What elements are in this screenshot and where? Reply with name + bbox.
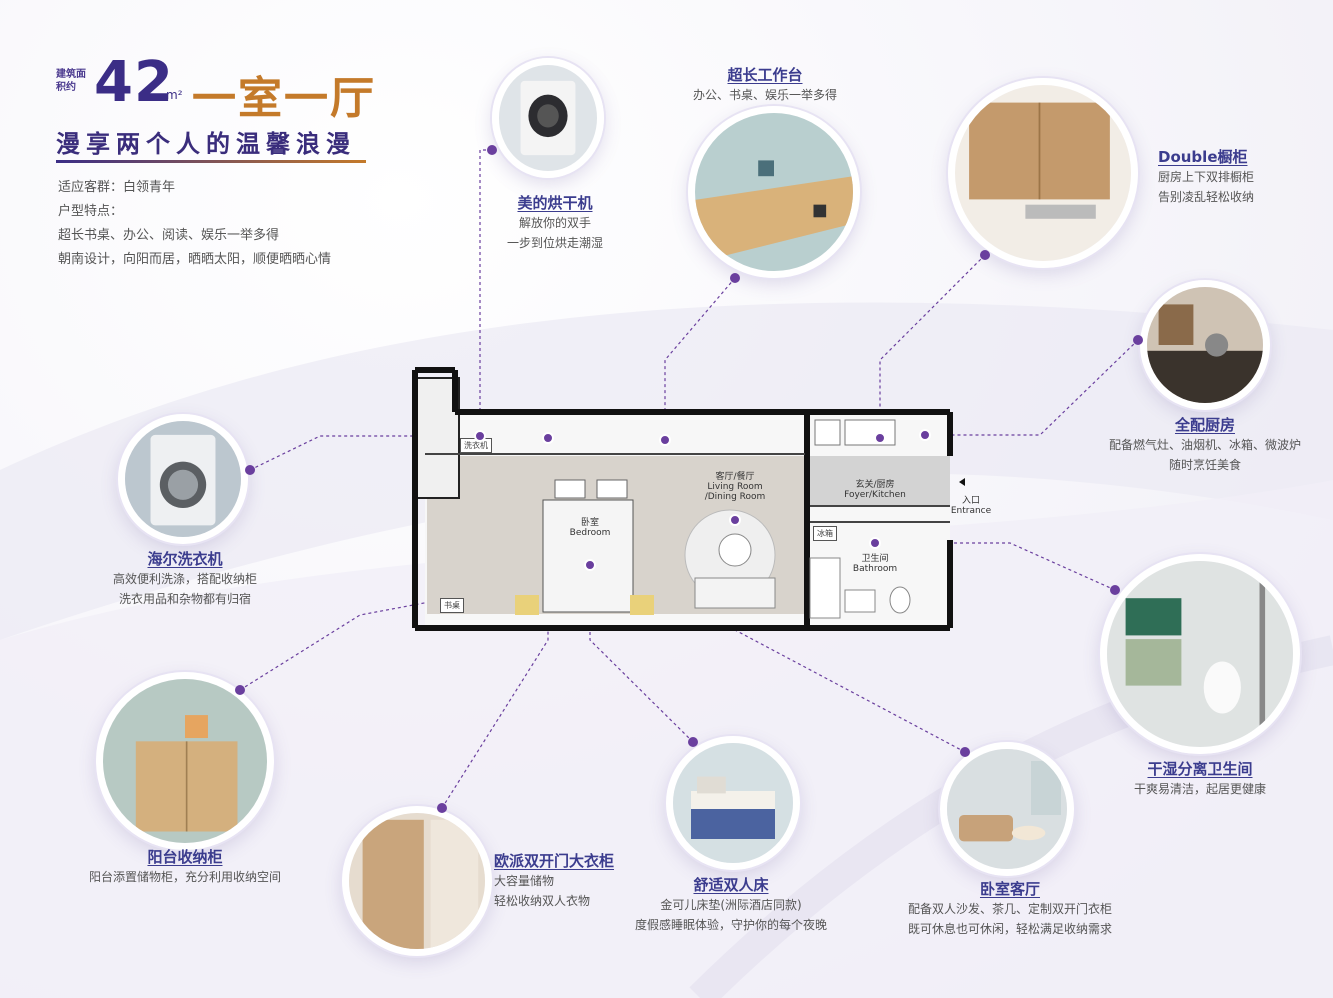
plan-marker (474, 430, 486, 442)
plan-label-study: 书桌 (440, 598, 464, 613)
living-en1: Living Room (707, 482, 763, 492)
marker-dot (235, 685, 245, 695)
caption-living: 卧室客厅 配备双人沙发、茶几、定制双开门衣柜 既可休息也可休闲，轻松满足收纳需求 (880, 878, 1140, 939)
marker-dot (245, 465, 255, 475)
feature-description: 适应客群：白领青年 户型特点： 超长书桌、办公、阅读、娱乐一举多得 朝南设计，向… (58, 176, 331, 272)
caption-balcony: 阳台收纳柜 阳台添置储物柜，充分利用收纳空间 (60, 846, 310, 887)
area-number: 42 (94, 50, 174, 115)
caption-desc: 既可休息也可休闲，轻松满足收纳需求 (907, 922, 1112, 936)
caption-desc: 解放你的双手 (518, 216, 591, 230)
caption-title: 干湿分离卫生间 (1147, 760, 1253, 778)
caption-desc: 度假感睡眠体验，守护你的每个夜晚 (634, 918, 827, 932)
dryer-photo (492, 58, 604, 178)
caption-desk: 超长工作台 办公、书桌、娱乐一举多得 (680, 64, 850, 105)
marker-dot (960, 747, 970, 757)
bedroom-cn: 卧室 (580, 518, 599, 528)
caption-bathroom: 干湿分离卫生间 干爽易清洁，起居更健康 (1100, 758, 1300, 799)
living-photo (940, 742, 1074, 876)
desc-line: 朝南设计，向阳而居，晒晒太阳，顺便晒晒心情 (58, 252, 332, 267)
floor-plan-drawing (412, 367, 965, 631)
caption-desc: 办公、书桌、娱乐一举多得 (692, 88, 837, 102)
balcony-photo (96, 672, 274, 850)
plan-marker (874, 432, 886, 444)
desc-line: 超长书桌、办公、阅读、娱乐一举多得 (58, 228, 280, 243)
plan-marker (542, 432, 554, 444)
area-unit: m² (166, 88, 183, 102)
cabinet-photo (948, 78, 1138, 268)
caption-title: 超长工作台 (727, 66, 803, 84)
caption-wardrobe: 欧派双开门大衣柜 大容量储物 轻松收纳双人衣物 (494, 850, 654, 911)
caption-desc: 轻松收纳双人衣物 (494, 894, 591, 908)
caption-desc: 一步到位烘走潮湿 (506, 236, 603, 250)
marker-dot (1110, 585, 1120, 595)
page-title: 一室一厅 (192, 73, 376, 124)
plan-label-foyer: 玄关/厨房 Foyer/Kitchen (835, 480, 915, 500)
washer-photo (118, 414, 248, 544)
caption-desc: 随时烹饪美食 (1168, 458, 1241, 472)
caption-bed: 舒适双人床 金可儿床垫(洲际酒店同款) 度假感睡眠体验，守护你的每个夜晚 (606, 874, 856, 935)
caption-title: Double橱柜 (1158, 148, 1248, 166)
bath-en: Bathroom (852, 564, 898, 574)
kitchen-photo (1140, 280, 1270, 410)
desc-line: 户型特点： (58, 204, 124, 219)
bedroom-en: Bedroom (569, 528, 611, 538)
title-underline (56, 160, 366, 163)
marker-dot (437, 803, 447, 813)
caption-dryer: 美的烘干机 解放你的双手 一步到位烘走潮湿 (480, 192, 630, 253)
bed-photo (666, 736, 800, 870)
caption-title: 卧室客厅 (979, 880, 1040, 898)
plan-label-entrance: 入口 Entrance (941, 496, 1001, 516)
plan-marker (659, 434, 671, 446)
foyer-cn: 玄关/厨房 (855, 480, 895, 490)
caption-title: 海尔洗衣机 (147, 550, 223, 568)
foyer-en: Foyer/Kitchen (844, 490, 906, 500)
entrance-en: Entrance (950, 506, 992, 516)
plan-marker (729, 514, 741, 526)
desc-line: 适应客群：白领青年 (58, 180, 176, 195)
marker-dot (487, 145, 497, 155)
caption-desc: 配备双人沙发、茶几、定制双开门衣柜 (907, 902, 1112, 916)
plan-label-fridge: 冰箱 (813, 526, 837, 541)
caption-kitchen: 全配厨房 配备燃气灶、油烟机、冰箱、微波炉 随时烹饪美食 (1090, 414, 1320, 475)
bathroom-photo (1100, 554, 1300, 754)
wardrobe-photo (342, 806, 492, 956)
caption-washer: 海尔洗衣机 高效便利洗涤，搭配收纳柜 洗衣用品和杂物都有归宿 (90, 548, 280, 609)
caption-desc: 配备燃气灶、油烟机、冰箱、微波炉 (1108, 438, 1301, 452)
caption-desc: 高效便利洗涤，搭配收纳柜 (112, 572, 257, 586)
caption-title: 欧派双开门大衣柜 (494, 852, 615, 870)
page-subtitle: 漫享两个人的温馨浪漫 (56, 130, 356, 158)
marker-dot (980, 250, 990, 260)
living-en2: /Dining Room (704, 492, 766, 502)
caption-desc: 干爽易清洁，起居更健康 (1133, 782, 1266, 796)
desk-photo (688, 106, 860, 278)
plan-marker (584, 559, 596, 571)
caption-cabinet: Double橱柜 厨房上下双排橱柜 告别凌乱轻松收纳 (1158, 146, 1318, 207)
plan-marker (919, 429, 931, 441)
marker-dot (688, 737, 698, 747)
caption-title: 阳台收纳柜 (147, 848, 223, 866)
plan-label-bedroom: 卧室 Bedroom (565, 518, 615, 538)
plan-marker (869, 537, 881, 549)
caption-desc: 大容量储物 (494, 874, 555, 888)
marker-dot (730, 273, 740, 283)
caption-desc: 阳台添置储物柜，充分利用收纳空间 (88, 870, 281, 884)
plan-label-bathroom: 卫生间 Bathroom (845, 554, 905, 574)
entrance-cn: 入口 (961, 496, 980, 506)
area-label: 建筑面积约 (56, 69, 86, 93)
caption-desc: 洗衣用品和杂物都有归宿 (118, 592, 251, 606)
caption-desc: 厨房上下双排橱柜 (1158, 170, 1255, 184)
caption-desc: 金可儿床垫(洲际酒店同款) (660, 898, 802, 912)
plan-label-living: 客厅/餐厅 Living Room /Dining Room (700, 472, 770, 502)
floor-plan: 洗衣机 书桌 冰箱 卧室 Bedroom 客厅/餐厅 Living Room /… (405, 360, 991, 640)
bath-cn: 卫生间 (861, 554, 889, 564)
living-cn: 客厅/餐厅 (715, 472, 755, 482)
caption-title: 美的烘干机 (517, 194, 593, 212)
caption-title: 舒适双人床 (693, 876, 769, 894)
marker-dot (1133, 335, 1143, 345)
caption-title: 全配厨房 (1174, 416, 1235, 434)
caption-desc: 告别凌乱轻松收纳 (1158, 190, 1255, 204)
